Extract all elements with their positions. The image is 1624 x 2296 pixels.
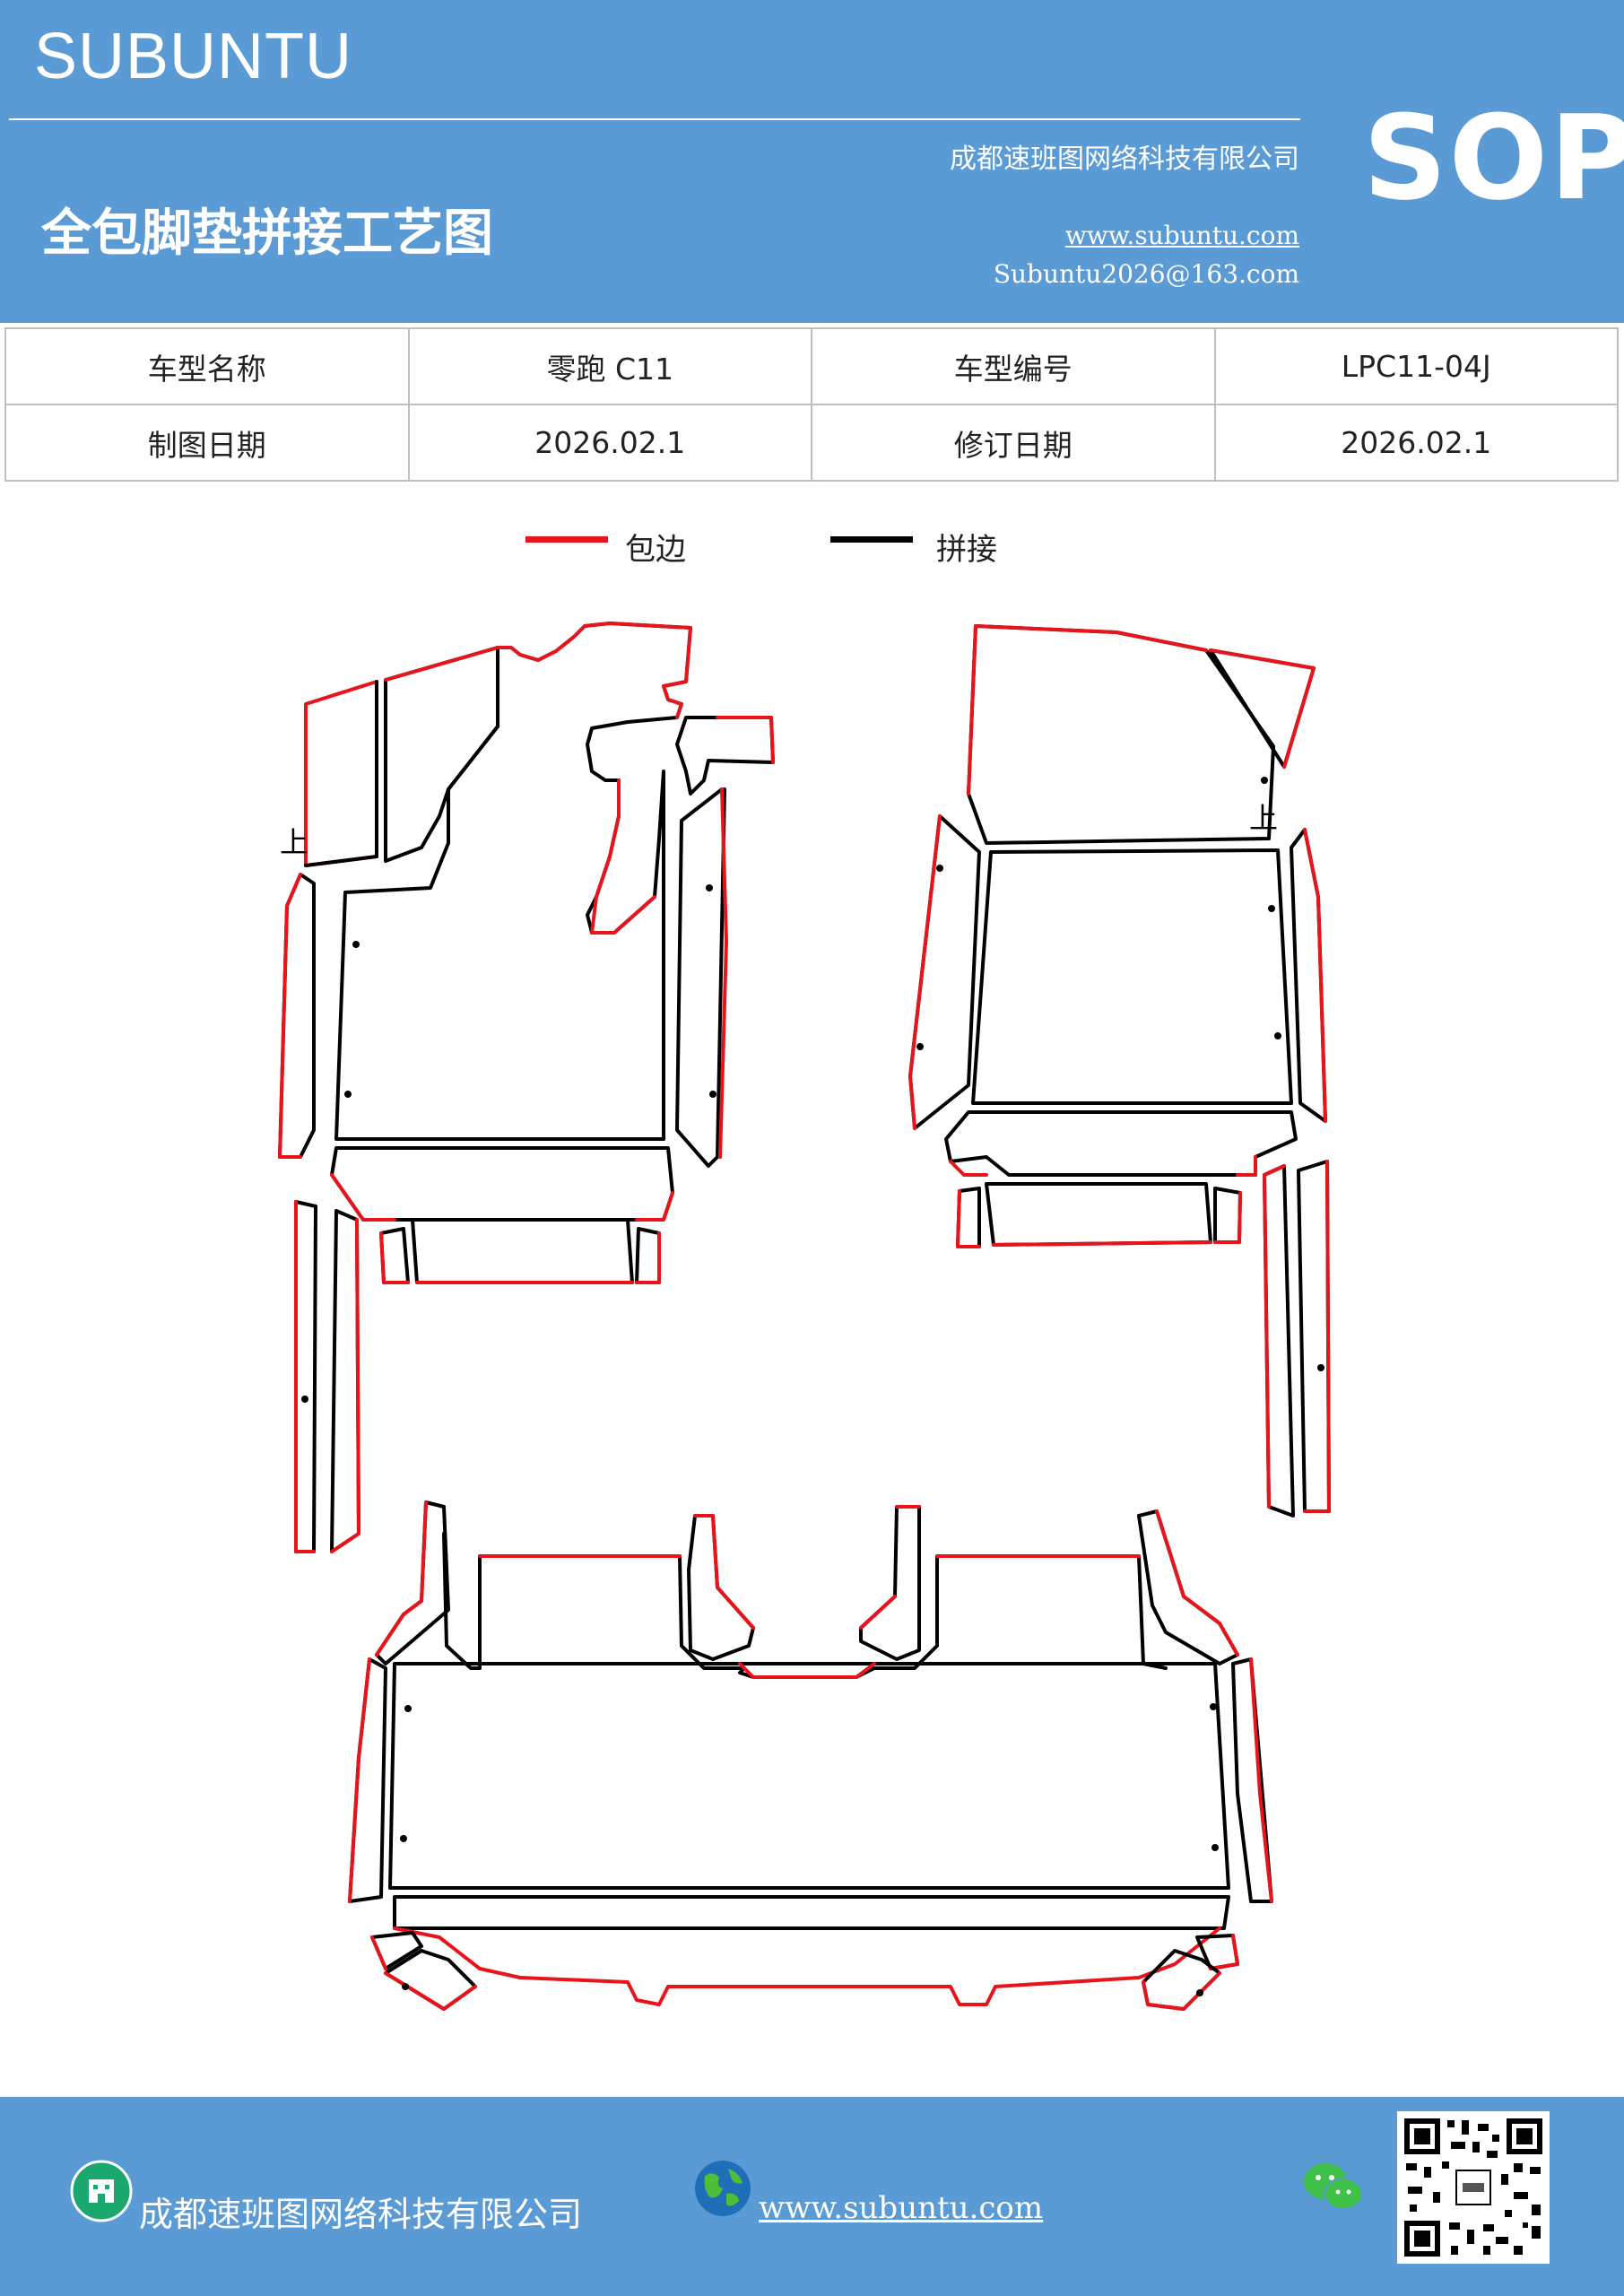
mat-piece [971, 848, 1293, 1105]
mat-piece [1303, 828, 1327, 1123]
legend-label-edge: 包边 [625, 532, 686, 568]
mat-piece [384, 1971, 477, 2011]
footer-company: 成都速班图网络科技有限公司 [139, 2195, 583, 2234]
mat-piece [967, 624, 1208, 796]
mat-piece [635, 1227, 661, 1284]
mat-piece [330, 1146, 674, 1222]
mat-piece [496, 622, 692, 719]
mat-piece [992, 1240, 1212, 1247]
mat-piece [859, 1505, 921, 1630]
mat-piece [304, 855, 378, 867]
mat-piece [330, 1218, 360, 1553]
mat-piece [1209, 648, 1316, 769]
table-cell: LPC11-04J [1213, 327, 1619, 405]
mat-piece [1137, 1509, 1239, 1665]
table-cell: 2026.02.1 [407, 404, 812, 482]
mat-piece [384, 646, 499, 863]
table-cell: 零跑 C11 [407, 327, 812, 405]
mat-piece [859, 1505, 921, 1661]
mat-piece [1263, 1164, 1286, 1509]
table-cell: 车型编号 [811, 327, 1216, 405]
mat-piece [716, 716, 775, 764]
rear-mats [348, 1500, 1273, 2011]
mat-piece [693, 1514, 755, 1630]
globe-icon [695, 2161, 751, 2216]
info-table: 车型名称 零跑 C11 车型编号 LPC11-04J 制图日期 2026.02.… [4, 327, 1619, 482]
table-row: 车型名称 零跑 C11 车型编号 LPC11-04J [4, 327, 1619, 405]
mat-piece [294, 1200, 317, 1553]
footer-banner: 成都速班图网络科技有限公司 www.subuntu.com [0, 2097, 1624, 2296]
legend-label-splice: 拼接 [936, 532, 997, 568]
mat-piece [675, 787, 726, 1168]
orientation-mark: 上 [1249, 801, 1278, 835]
table-cell: 制图日期 [4, 404, 410, 482]
header-divider [9, 118, 1300, 120]
mat-piece [294, 1200, 316, 1553]
mat-piece [370, 1935, 387, 1970]
mat-piece [278, 873, 302, 1159]
mat-piece [330, 1209, 360, 1553]
orientation-mark: 上 [280, 825, 308, 859]
reference-dots [301, 777, 1324, 1996]
header-website-link[interactable]: www.subuntu.com [1064, 221, 1299, 250]
mat-piece [1213, 1187, 1242, 1244]
header-banner: SUBUNTU 成都速班图网络科技有限公司 全包脚垫拼接工艺图 www.subu… [0, 0, 1624, 323]
table-cell: 修订日期 [811, 404, 1216, 482]
legend: 包边 拼接 [0, 525, 1624, 578]
mat-piece [944, 1110, 1298, 1177]
legend-black-line [830, 536, 913, 543]
building-icon [70, 2160, 133, 2222]
front-left-mats [278, 622, 775, 1553]
mat-piece [738, 1662, 876, 1679]
mat-piece [908, 814, 942, 1130]
mat-piece [1303, 1160, 1331, 1513]
mat-piece [330, 1173, 674, 1222]
table-row: 制图日期 2026.02.1 修订日期 2026.02.1 [4, 404, 1619, 482]
front-right-mats [908, 624, 1331, 1518]
mat-piece [1155, 1509, 1239, 1657]
legend-red-line [525, 536, 608, 543]
mat-piece [411, 1218, 634, 1284]
mat-piece [985, 1182, 1212, 1247]
mat-piece [949, 1155, 1257, 1177]
mat-piece [956, 1189, 981, 1248]
brand-name: SUBUNTU [34, 21, 353, 92]
table-cell: 车型名称 [4, 327, 410, 405]
footer-website-link[interactable]: www.subuntu.com [759, 2190, 1044, 2226]
mat-piece [675, 716, 775, 796]
mat-piece [1142, 1971, 1221, 2011]
mat-piece [379, 1231, 410, 1284]
header-company: 成都速班图网络科技有限公司 [950, 144, 1299, 175]
mat-piece [334, 622, 692, 1141]
floor-mat-diagram: 上 上 [278, 622, 1331, 2011]
table-cell: 2026.02.1 [1213, 404, 1619, 482]
mat-piece [384, 646, 499, 682]
mat-piece [1297, 1160, 1331, 1513]
mat-piece [1249, 1657, 1273, 1903]
mat-piece [375, 1500, 428, 1657]
mat-piece [1209, 648, 1316, 769]
mat-piece [393, 1895, 1230, 1930]
qr-code [1397, 2111, 1550, 2264]
mat-piece [348, 1657, 371, 1903]
mat-piece [388, 1662, 1230, 1890]
mat-piece [1231, 1657, 1273, 1903]
header-email: Subuntu2026@163.com [993, 259, 1299, 289]
mat-piece [1209, 1934, 1239, 1970]
mat-piece [687, 1514, 755, 1661]
mat-piece [590, 778, 656, 935]
mat-piece [635, 1231, 661, 1284]
sop-badge: SOP [1363, 90, 1624, 226]
mat-piece [348, 1657, 387, 1903]
mat-piece [1213, 1191, 1242, 1244]
wechat-icon [1304, 2163, 1363, 2210]
mat-piece [718, 787, 728, 1159]
document-title: 全包脚垫拼接工艺图 [41, 204, 493, 263]
mat-piece [304, 680, 378, 867]
mat-piece [393, 1926, 1221, 2006]
mat-piece [967, 624, 1275, 845]
